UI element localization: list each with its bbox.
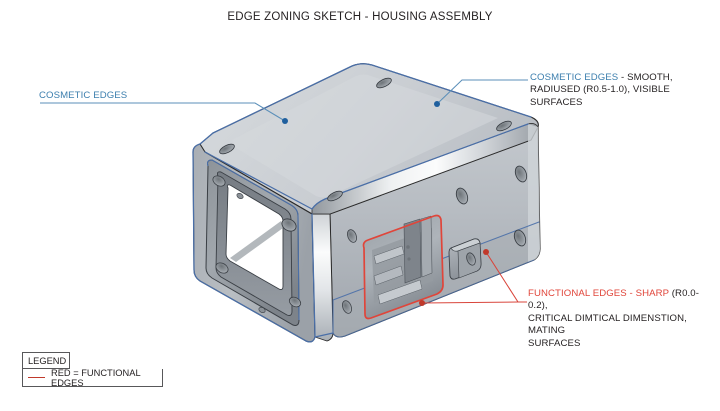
annotation-cosmetic-left: COSMETIC EDGES (39, 90, 127, 102)
red-line-swatch-icon (28, 377, 45, 378)
internal-rib (230, 221, 283, 262)
pocket-shelf-mid (373, 265, 404, 286)
connector-boss (448, 238, 482, 280)
recess-cosmetic-edge (206, 159, 300, 321)
right-corner-fillet (528, 124, 540, 262)
leader-lines (40, 79, 528, 306)
annotation-cosmetic-line2: RADIUSED (R0.5-1.0), VISIBLE SURFACES (530, 84, 670, 108)
annotation-cosmetic-line1-rest: SMOOTH, (627, 72, 673, 83)
legend-row-functional: RED = FUNCTIONAL EDGES (22, 367, 163, 388)
leader-cosmetic-right (434, 79, 528, 107)
annotation-functional-line2: CRITICAL DIMTICAL DIMENSTION, MATING (528, 312, 687, 337)
annotation-functional-label: FUNCTIONAL EDGES - SHARP (528, 288, 669, 299)
functional-edge-outline (362, 214, 444, 320)
legend-row-label: RED = FUNCTIONAL EDGES (51, 367, 141, 388)
front-functional-pocket (362, 214, 444, 320)
annotation-functional-line3: SURFACES (528, 337, 581, 349)
page-title: EDGE ZONING SKETCH - HOUSING ASSEMBLY (227, 11, 493, 23)
top-face-holes (219, 77, 512, 202)
pocket-rib-vertical-2 (420, 215, 433, 278)
pocket-shelf-upper (373, 245, 405, 265)
legend-header-label: LEGEND (28, 355, 67, 366)
housing-body (192, 63, 541, 343)
leader-functional (419, 249, 527, 306)
top-face-sheen (232, 74, 498, 198)
boss-bore (466, 252, 476, 266)
left-face-bosses (212, 175, 302, 313)
pocket-rib-vertical (403, 218, 422, 284)
legend-header: LEGEND (22, 352, 70, 369)
annotation-functional-line1-rest: (R0.0-0.2), (528, 288, 700, 312)
annotation-cosmetic-separator: - (618, 72, 628, 83)
legend: LEGEND RED = FUNCTIONAL EDGES (22, 352, 163, 388)
annotation-functional: FUNCTIONAL EDGES - SHARP (R0.0-0.2), CRI… (528, 288, 716, 350)
left-face-recess (205, 159, 300, 326)
pocket-shelf-lower (377, 279, 423, 305)
front-face-holes (342, 165, 528, 314)
window-aperture (225, 184, 284, 291)
annotation-cosmetic-right: COSMETIC EDGES - SMOOTH, RADIUSED (R0.5-… (530, 72, 716, 109)
pocket-pin (406, 245, 410, 249)
pocket-pin-2 (407, 257, 411, 261)
leader-cosmetic-left (40, 102, 288, 124)
annotation-cosmetic-right-label: COSMETIC EDGES (530, 72, 619, 83)
annotation-cosmetic-left-label: COSMETIC EDGES (39, 90, 128, 101)
